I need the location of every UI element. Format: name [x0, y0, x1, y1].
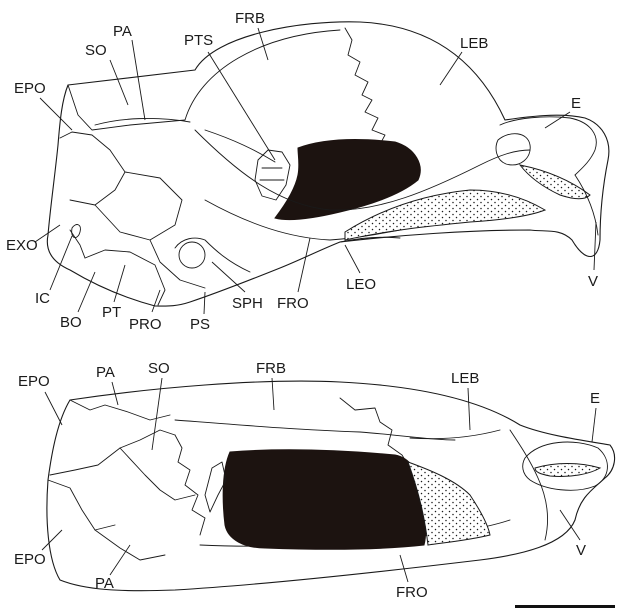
leader-so — [110, 60, 128, 105]
label-dorsal-fro: FRO — [396, 584, 428, 601]
leader-dorsal-e — [592, 408, 596, 442]
lateral-frb-lower-boundary — [205, 130, 275, 162]
dorsal-leb-ridge — [410, 430, 500, 439]
leader-ps — [204, 292, 205, 314]
leader-dorsal-epo-top — [45, 392, 62, 425]
label-leo: LEO — [346, 276, 376, 293]
label-dorsal-e: E — [590, 390, 600, 407]
dorsal-so-jagged — [175, 435, 205, 535]
label-pt: PT — [102, 304, 121, 321]
dorsal-epo-pa-suture — [70, 400, 170, 420]
label-pts: PTS — [184, 32, 213, 49]
dorsal-e-stipple — [535, 464, 600, 477]
label-ps: PS — [190, 316, 210, 333]
label-dorsal-epo-bottom: EPO — [14, 551, 46, 568]
label-pa: PA — [113, 23, 132, 40]
lateral-epo-suture — [60, 132, 125, 205]
label-bo: BO — [60, 314, 82, 331]
label-ic: IC — [35, 290, 50, 307]
leader-e — [545, 112, 570, 128]
label-e: E — [571, 95, 581, 112]
leader-dorsal-epo-bottom — [42, 530, 62, 550]
lateral-exo-suture — [95, 172, 182, 240]
dorsal-midline-upper — [50, 430, 175, 475]
label-dorsal-pa-top: PA — [96, 364, 115, 381]
label-v: V — [588, 273, 598, 290]
leader-fro — [298, 238, 310, 292]
label-epo: EPO — [14, 80, 46, 97]
dorsal-so-suture — [120, 448, 195, 500]
leader-frb — [258, 28, 268, 60]
leader-leo — [345, 245, 360, 273]
lateral-e-bone — [496, 134, 530, 165]
leader-pt — [114, 265, 125, 302]
label-dorsal-epo-top: EPO — [18, 373, 50, 390]
lateral-pts-fragment — [255, 150, 290, 200]
leader-v — [594, 222, 596, 270]
lateral-sphenoid-ring — [179, 242, 205, 268]
leader-dorsal-pa-bottom — [110, 545, 130, 575]
leader-dorsal-leb — [468, 388, 470, 430]
lateral-view — [47, 22, 609, 306]
label-pro: PRO — [129, 316, 162, 333]
label-sph: SPH — [232, 295, 263, 312]
label-dorsal-leb: LEB — [451, 370, 479, 387]
lateral-occipital-band — [68, 85, 185, 130]
leader-epo — [40, 98, 72, 130]
leader-leb — [440, 52, 462, 85]
leader-ic — [50, 236, 72, 290]
label-dorsal-v: V — [576, 542, 586, 559]
dorsal-view — [47, 381, 615, 591]
label-dorsal-pa-bottom: PA — [95, 575, 114, 592]
label-exo: EXO — [6, 237, 38, 254]
label-dorsal-frb: FRB — [256, 360, 286, 377]
leader-bo — [78, 272, 95, 312]
label-fro: FRO — [277, 295, 309, 312]
leader-dorsal-frb — [272, 378, 274, 410]
leader-pa — [132, 40, 145, 120]
label-leb: LEB — [460, 35, 488, 52]
label-frb: FRB — [235, 10, 265, 27]
leader-pro — [152, 290, 160, 312]
scale-bar — [515, 605, 615, 608]
label-dorsal-so: SO — [148, 360, 170, 377]
leader-pts — [208, 52, 275, 160]
dorsal-epo-lower-suture — [48, 480, 115, 530]
label-so: SO — [85, 42, 107, 59]
dorsal-fenestra — [223, 450, 426, 549]
dorsal-frb-edge — [175, 420, 455, 440]
lateral-pt-suture — [150, 240, 205, 288]
lateral-frb-leb-suture — [345, 28, 392, 150]
lateral-v-outline — [575, 175, 598, 235]
lateral-pts-ridges — [260, 168, 284, 180]
lateral-ic-foramen — [72, 225, 81, 238]
